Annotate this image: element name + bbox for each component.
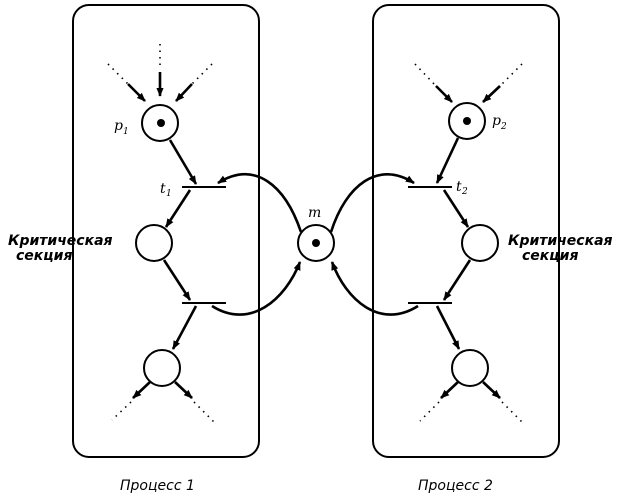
place-m-token — [312, 239, 320, 247]
label-t2-sub: 2 — [461, 187, 468, 197]
place-lower-left — [143, 349, 181, 387]
p2-incoming-dotted-left — [414, 63, 437, 87]
label-p2-sub: 2 — [500, 122, 507, 132]
p1-incoming-arrow-left — [127, 83, 146, 102]
lower-left-out-dotted-left — [111, 401, 132, 421]
lower-right-out-dotted-left — [419, 401, 440, 422]
arc-critical-right-t-lower — [442, 259, 472, 301]
arc-t-lower-place-left — [171, 305, 198, 350]
arc-m-t1 — [217, 173, 303, 233]
process-2-box — [372, 4, 560, 458]
label-p1: p — [114, 118, 123, 134]
arc-t-lower-place-right — [435, 305, 461, 350]
arc-t2-critical-right — [442, 189, 470, 228]
arc-m-t2 — [329, 173, 415, 233]
lower-left-out-arrow-left — [132, 381, 151, 399]
label-t2: t — [456, 179, 462, 195]
lower-right-out-dotted-right — [501, 401, 525, 425]
label-p2: p — [492, 113, 501, 129]
label-t1-sub: 1 — [166, 189, 172, 199]
arc-right-lower-m — [330, 261, 419, 316]
place-p2-token — [463, 117, 471, 125]
p1-incoming-arrow-right — [175, 83, 193, 102]
p1-incoming-dotted-right — [191, 63, 213, 85]
place-p1-token — [157, 119, 165, 127]
place-critical-left — [135, 224, 173, 262]
arc-p2-t2 — [435, 137, 460, 184]
p2-incoming-arrow-left — [435, 85, 453, 103]
arc-p1-t1 — [168, 139, 198, 185]
lower-left-out-arrow-right — [174, 381, 193, 399]
arc-left-lower-m — [211, 261, 302, 316]
label-t1: t — [160, 181, 166, 197]
lower-right-out-arrow-left — [440, 381, 459, 399]
p2-incoming-arrow-right — [482, 85, 501, 103]
arc-critical-left-t-lower — [162, 259, 192, 301]
label-critical-right-2: секция — [522, 248, 578, 264]
p2-incoming-dotted-right — [499, 63, 523, 87]
arc-t1-critical-left — [164, 189, 192, 228]
lower-left-out-dotted-right — [193, 401, 215, 423]
label-m: m — [308, 205, 321, 221]
label-p1-sub: 1 — [123, 127, 129, 137]
label-process-2: Процесс 2 — [418, 478, 493, 494]
place-critical-right — [461, 224, 499, 262]
label-critical-left-2: секция — [16, 248, 72, 264]
p1-incoming-dotted-left — [107, 63, 129, 85]
label-process-1: Процесс 1 — [120, 478, 195, 494]
label-critical-right-1: Критическая — [508, 233, 613, 249]
lower-right-out-arrow-right — [482, 381, 501, 399]
place-lower-right — [451, 349, 489, 387]
process-1-box — [72, 4, 260, 458]
label-critical-left-1: Критическая — [8, 233, 113, 249]
